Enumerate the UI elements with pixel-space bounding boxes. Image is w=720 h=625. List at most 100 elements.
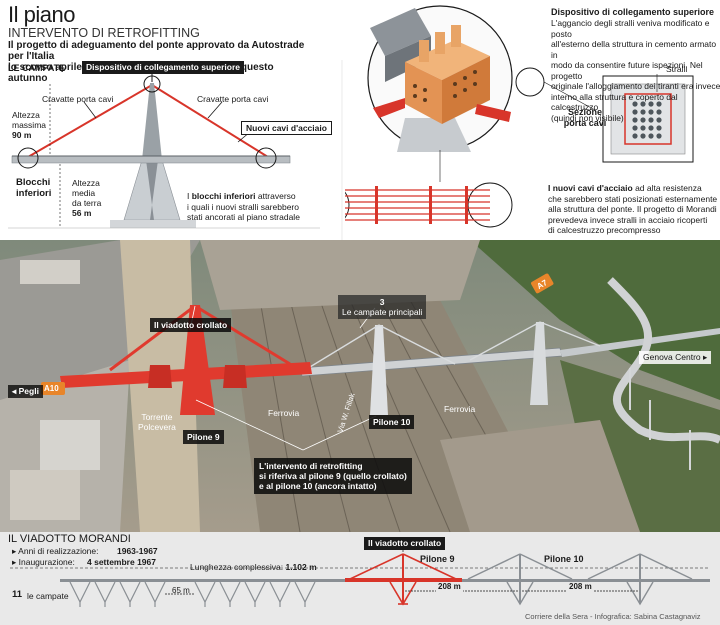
detail-heading: Dispositivo di collegamento superiore: [551, 7, 715, 17]
cables-text: I nuovi cavi d'acciaio ad alta resistenz…: [548, 183, 720, 236]
blocchi-text-line2: i quali i nuovi stralli sarebbero: [187, 201, 299, 212]
altezza-media-line1: Altezza: [72, 178, 100, 188]
cables-line-3: alla struttura del ponte. Il progetto di…: [548, 204, 717, 214]
lunghezza-value: 1.102 m: [285, 562, 317, 572]
cables-line-5: di calcestruzzo precompresso: [548, 225, 661, 235]
blocchi-description: I blocchi inferiori attraverso i quali i…: [187, 191, 337, 223]
pilone10-tag: Pilone 10: [369, 415, 415, 429]
ferrovia-right-label: Ferrovia: [444, 404, 476, 414]
torrente-label: Torrente Polcevera: [138, 412, 176, 432]
blocchi-text-pre: I: [187, 191, 192, 201]
altezza-massima-line1: Altezza: [12, 110, 40, 120]
a10-sign: [41, 382, 65, 395]
anchorage-device: [405, 25, 490, 124]
detail-line-5: interno alla struttura e coperto dal cal…: [551, 91, 678, 113]
span-65: 65 m: [172, 586, 190, 595]
morandi-heading: IL VIADOTTO MORANDI: [8, 533, 131, 545]
pilone9-profile: [345, 553, 462, 606]
lunghezza: Lunghezza complessiva: 1.102 m: [190, 562, 317, 572]
morandi-profile: [10, 544, 710, 607]
top-device-circle: [143, 75, 161, 93]
torrente-line1: Torrente: [141, 412, 173, 422]
intervento-line2: si riferiva al pilone 9 (quello crollato…: [259, 471, 407, 481]
altezza-massima-value: 90 m: [12, 130, 32, 140]
genova-centro-label: Genova Centro: [643, 352, 701, 362]
campate-number: 3: [379, 297, 385, 307]
detail-graphics: [345, 5, 694, 228]
morandi-pilone9: Pilone 9: [420, 554, 455, 564]
campate-label: LE CAMPATE: [8, 63, 66, 73]
deck: [11, 155, 291, 164]
pillar-head: [397, 118, 471, 152]
anni-label: Anni di realizzazione:: [18, 546, 99, 556]
aerial-scene: [0, 240, 720, 532]
inaug-label: Inaugurazione:: [18, 557, 75, 567]
blocchi-text-line3: stati ancorati al piano stradale: [187, 212, 300, 222]
pilone9-tag: Pilone 9: [183, 430, 224, 444]
detail-line-3: modo da consentire future ispezioni. Nel…: [551, 60, 703, 81]
anni-row: ▸ Anni di realizzazione:: [12, 546, 99, 556]
blocchi-text-bold: blocchi inferiori: [191, 191, 256, 201]
cables-post: ad alta resistenza: [632, 183, 702, 193]
detail-line-6: (quindi non visibile): [551, 112, 624, 123]
altezza-massima: Altezza massima 90 m: [12, 110, 46, 140]
blocchi-line1: Blocchi: [16, 177, 51, 188]
sezione-line1: Sezione: [567, 107, 602, 117]
stralli-label: Stralli: [666, 64, 688, 74]
altezza-massima-line2: massima: [12, 120, 47, 130]
cables-bold: I nuovi cavi d'acciaio: [548, 183, 633, 193]
viadotto-crollato-tag: Il viadotto crollato: [150, 318, 232, 332]
span-208-a: 208 m: [436, 582, 463, 592]
lead-line-1: Il progetto di adeguamento del ponte app…: [8, 40, 305, 62]
ferrovia-left-label: Ferrovia: [268, 408, 300, 418]
cable-section: [602, 74, 694, 163]
intervento-line1: L'intervento di retrofitting: [259, 461, 363, 471]
inaug-value: 4 settembre 1967: [87, 557, 156, 567]
campate-text: Le campate principali: [342, 307, 423, 317]
altezza-media-value: 56 m: [72, 208, 92, 218]
red-cables: [27, 84, 269, 158]
pilone10-profile: [467, 553, 573, 606]
collapsed-section: [60, 304, 312, 415]
tower: [110, 83, 196, 228]
torrente-line2: Polcevera: [138, 422, 176, 432]
detail-text: L'aggancio degli stralli veniva modifica…: [551, 18, 720, 123]
cables-line-2: che sarebbero stati posizionati esternam…: [548, 193, 718, 204]
genova-centro-tag: Genova Centro ▸: [639, 351, 712, 364]
left-end-circle: [17, 147, 39, 169]
detail-line-2: all'esterno della struttura in cemento a…: [551, 39, 717, 60]
a10-label: A10: [44, 384, 59, 393]
page-subtitle: INTERVENTO DI RETROFITTING: [8, 26, 200, 40]
small-piers: [69, 581, 316, 607]
blocchi-line2: inferiori: [16, 188, 52, 199]
campate-count-label: le campate: [27, 591, 69, 601]
cravatte-left-label: Cravatte porta cavi: [42, 94, 114, 104]
crollato-tag: Il viadotto crollato: [364, 537, 446, 550]
intervento-tag: L'intervento di retrofitting si riferiva…: [254, 458, 412, 494]
aerial-photo: [0, 240, 720, 532]
altezza-media-line2: media: [72, 188, 96, 198]
anni-value: 1963-1967: [117, 546, 158, 556]
sezione-line2: porta cavi: [563, 118, 607, 128]
cables-line-4: prevedeva invece stralli in acciaio rico…: [548, 214, 708, 225]
morandi-pilone10: Pilone 10: [544, 554, 584, 564]
detail-line-4: originale l'alloggiamento dei tiranti er…: [551, 81, 720, 91]
blocchi-text-post: attraverso: [255, 191, 296, 201]
device-label: Dispositivo di collegamento superiore: [82, 61, 244, 74]
campate-principali-tag: 3 Le campate principali: [338, 295, 427, 319]
detail-line-1: L'aggancio degli stralli veniva modifica…: [551, 18, 710, 39]
credit-line: Corriere della Sera - Infografica: Sabin…: [525, 612, 701, 621]
intervento-line3: e al pilone 10 (ancora intatto): [259, 481, 377, 491]
cravatte-right-label: Cravatte porta cavi: [197, 94, 269, 104]
blocchi-inferiori: Blocchi inferiori: [16, 177, 51, 199]
page-title: Il piano: [8, 2, 75, 27]
a7-sign: [531, 273, 554, 294]
cable-bundle: [345, 182, 513, 228]
campate-count: 11: [12, 589, 23, 600]
pegli-tag: ◂ Pegli: [8, 385, 43, 398]
pegli-label: Pegli: [18, 386, 39, 396]
right-end-circle: [255, 147, 277, 169]
nuovi-cavi-label: Nuovi cavi d'acciaio: [241, 121, 332, 135]
altezza-media-line3: da terra: [72, 198, 102, 208]
inaug-row: ▸ Inaugurazione:: [12, 557, 75, 567]
